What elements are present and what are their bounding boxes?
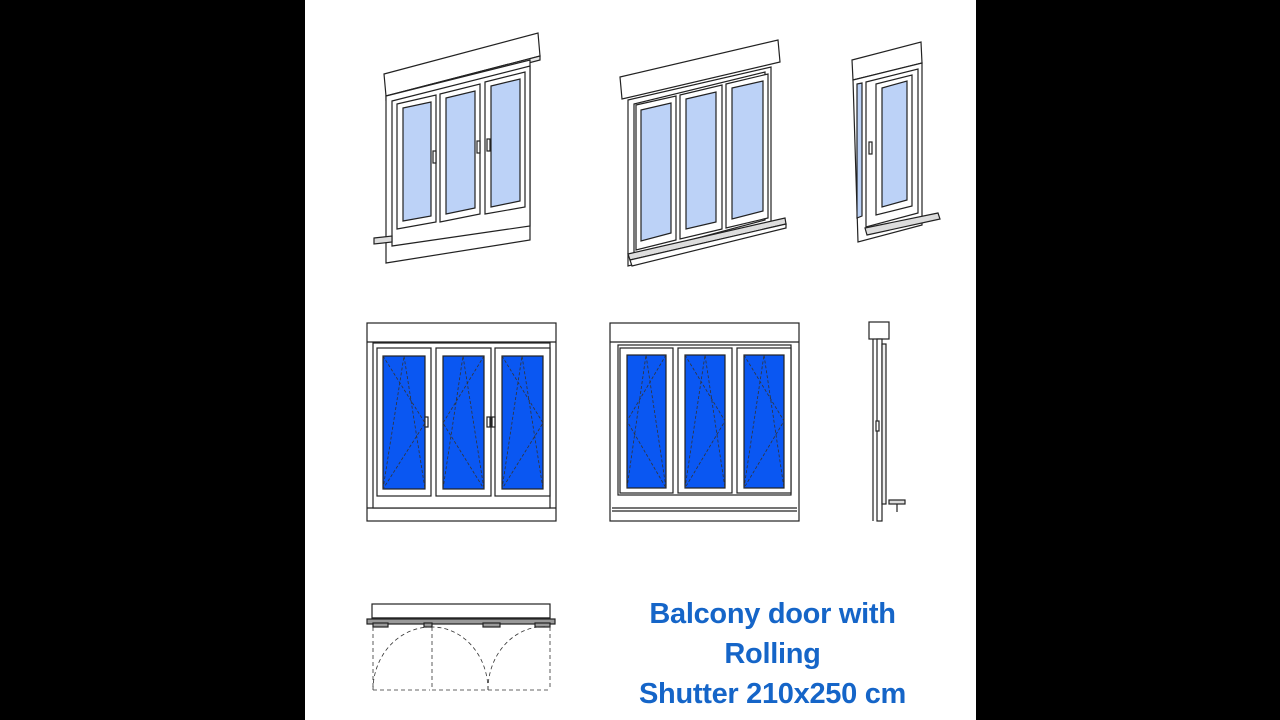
plan-view	[366, 603, 556, 691]
drawing-caption: Balcony door with Rolling Shutter 210x25…	[600, 594, 945, 714]
iso-balcony-door-left	[373, 32, 541, 264]
section-view	[868, 321, 906, 522]
iso-window-right	[851, 41, 941, 243]
caption-line-2: Shutter 210x250 cm	[638, 678, 907, 710]
iso-window-center	[619, 39, 787, 267]
caption-line-1: Balcony door with Rolling	[649, 598, 896, 670]
elevation-balcony-door	[366, 322, 557, 522]
elevation-window	[609, 322, 800, 522]
